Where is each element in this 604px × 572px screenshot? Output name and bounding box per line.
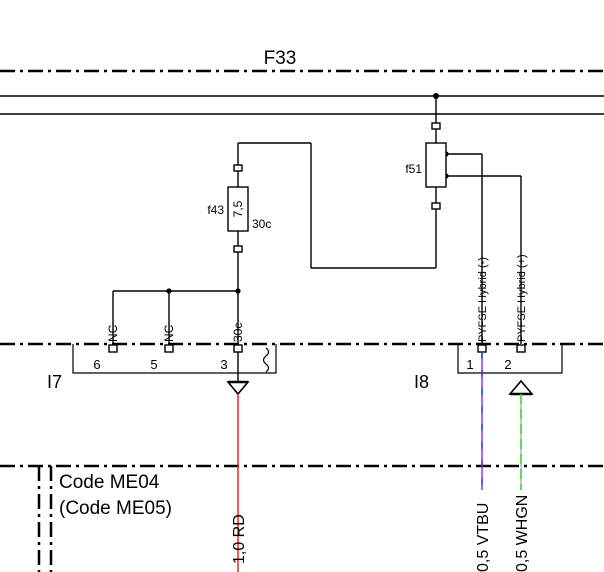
block-label-i7: I7 xyxy=(47,372,62,392)
connector-i7-pin5-number: 5 xyxy=(150,357,157,372)
junction-dot-nc xyxy=(166,288,172,294)
code-label-alternate: (Code ME05) xyxy=(59,498,172,519)
connector-i8-outline xyxy=(457,344,563,374)
block-label-i8: I8 xyxy=(414,372,429,392)
connector-i7-pin6-number: 6 xyxy=(93,357,100,372)
fuse-f51 xyxy=(425,122,447,210)
connector-i7-break-mark xyxy=(262,347,270,373)
connector-i7-outline xyxy=(72,344,277,374)
fuse-f43-rating: 7,5 xyxy=(231,200,245,217)
fuse-f43 xyxy=(227,164,249,253)
section-title-f33: F33 xyxy=(264,48,297,69)
connector-i7-pin3-signal: 30c xyxy=(231,323,245,342)
fuse-f51-label: f51 xyxy=(405,162,422,176)
wire-label-3: 0,5 WHGN xyxy=(514,495,531,572)
arrow-up-icon xyxy=(508,379,534,395)
arrow-down-icon xyxy=(226,381,250,396)
connector-i8-pin1-terminal xyxy=(477,344,487,353)
connector-i7-pin6-terminal xyxy=(108,344,118,353)
fuse-f43-label: f43 xyxy=(207,203,224,217)
connector-i8-pin2-number: 2 xyxy=(504,357,511,372)
fuse-f43-terminal: 30c xyxy=(252,217,271,231)
junction-dot-30c xyxy=(235,288,241,294)
connector-i7-pin3-terminal xyxy=(233,344,243,353)
connector-i7-pin5-terminal xyxy=(164,344,174,353)
wire-label-2: 0,5 VTBU xyxy=(475,503,492,572)
connector-i7-pin3-number: 3 xyxy=(220,357,227,372)
connector-i8-pin1-signal: PYFSE Hybrid (-) xyxy=(477,257,489,342)
code-label-primary: Code ME04 xyxy=(59,472,160,493)
wire-label-1: 1,0 RD xyxy=(231,514,248,564)
connector-i7-pin5-signal: NC xyxy=(162,324,176,342)
connector-i7-pin6-signal: NC xyxy=(106,324,120,342)
connector-i8-pin2-terminal xyxy=(516,344,526,353)
connector-i8-pin1-number: 1 xyxy=(466,357,473,372)
connector-i8-pin2-signal: PYFSE Hybrid (+) xyxy=(516,254,528,342)
